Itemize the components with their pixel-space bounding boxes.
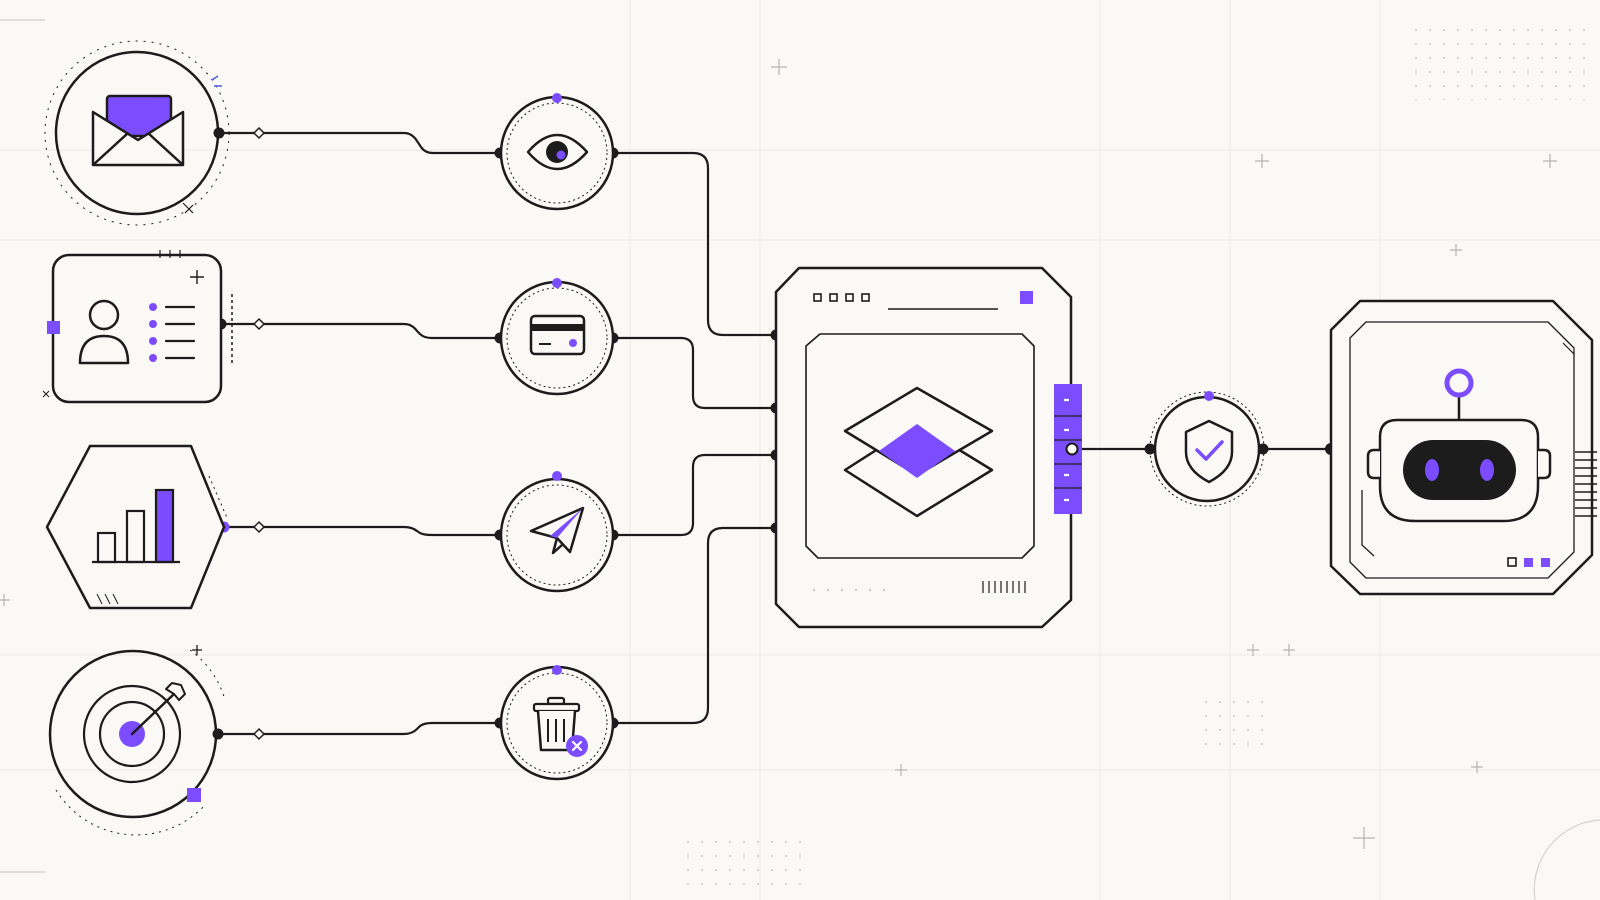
connector-chart-plane	[222, 525, 502, 537]
paper-plane-icon	[529, 506, 585, 555]
contact-card-icon	[78, 299, 196, 365]
source-node-email	[44, 40, 230, 226]
hub-side-port	[1054, 384, 1082, 514]
source-node-contact	[42, 250, 233, 404]
connector-email-eye	[217, 131, 502, 155]
connector-plane-hub	[611, 453, 777, 537]
connectors	[216, 131, 1333, 736]
corner-arc-decoration	[1533, 819, 1600, 900]
robot-icon	[1366, 368, 1552, 523]
connector-creditcard-hub	[611, 336, 777, 410]
target-icon	[82, 682, 186, 784]
plus-marks	[0, 59, 1557, 849]
source-node-analytics	[45, 444, 229, 610]
shield-check-icon	[1184, 419, 1234, 484]
bar-chart-icon	[92, 488, 180, 564]
dot-field-bottom-center	[680, 835, 810, 895]
agent-node	[1329, 299, 1597, 596]
eye-icon	[526, 133, 589, 171]
step-node-delete	[499, 665, 615, 781]
step-node-send	[499, 471, 615, 593]
step-node-payment	[499, 278, 615, 396]
verify-node	[1149, 391, 1265, 507]
layers-icon	[843, 386, 994, 518]
envelope-icon	[91, 94, 185, 167]
step-node-view	[499, 93, 615, 211]
dot-field-top-right	[1410, 20, 1590, 100]
source-node-target	[48, 645, 226, 836]
credit-card-icon	[529, 314, 586, 356]
dotted-stubs	[221, 132, 258, 735]
connector-target-trash	[216, 721, 502, 736]
dot-field-bottom-right	[1195, 700, 1265, 745]
connector-card-creditcard	[219, 322, 502, 340]
diamond-markers	[252, 126, 266, 741]
connector-eye-hub	[611, 151, 777, 337]
connector-trash-hub	[611, 526, 777, 725]
trash-icon	[532, 696, 588, 757]
hub-node	[774, 266, 1082, 629]
